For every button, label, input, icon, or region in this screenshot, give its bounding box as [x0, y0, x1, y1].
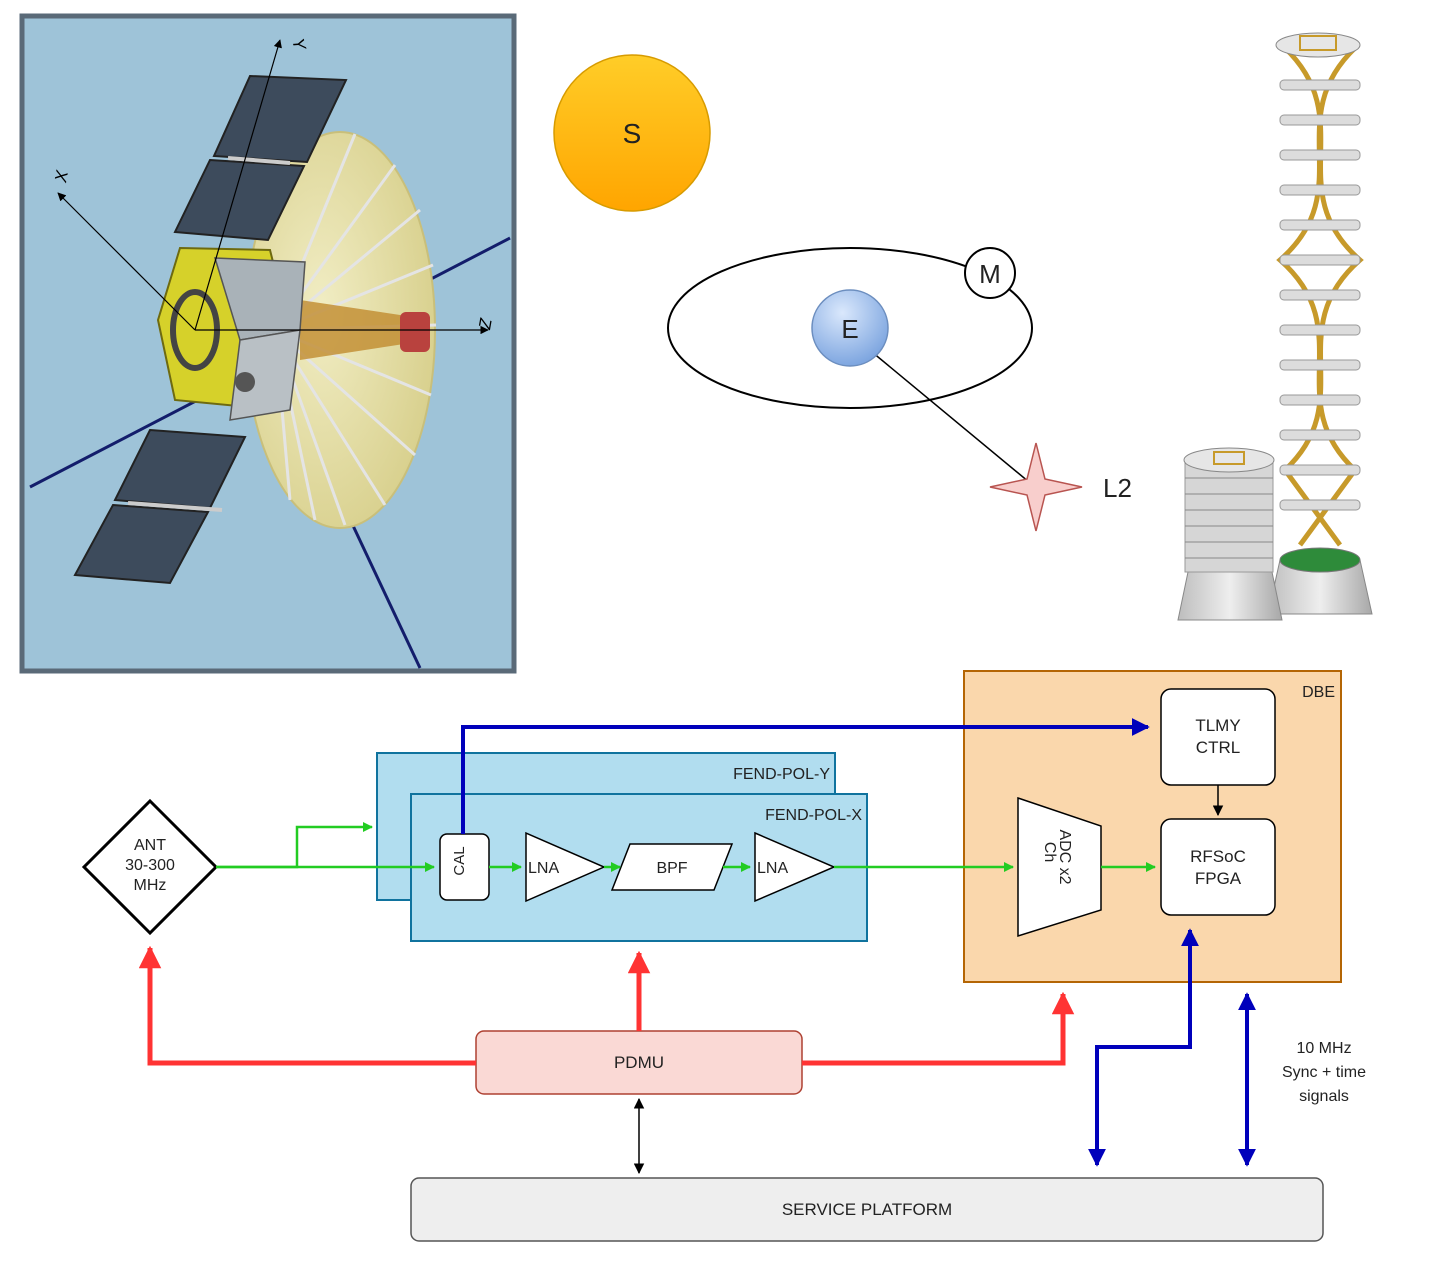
- earth-label: E: [841, 314, 858, 344]
- power-to-antenna: [138, 945, 476, 1066]
- spacecraft-render: X Y Z: [19, 13, 517, 674]
- axis-x-label: X: [51, 169, 72, 185]
- antenna-diamond: [81, 798, 219, 936]
- rfsoc-label-line1: RFSoC: [1190, 847, 1246, 866]
- moon-orbit: [667, 247, 1033, 409]
- tlmy-label-line1: TLMY: [1195, 716, 1240, 735]
- rfsoc-label-line2: FPGA: [1195, 869, 1242, 888]
- earth-l2-line: [871, 351, 1036, 488]
- helix-spacers: [1279, 79, 1361, 511]
- lna-2-triangle: [754, 831, 836, 903]
- service-platform-block: [410, 1177, 1324, 1242]
- moon-label: M: [979, 259, 1001, 289]
- helical-tower-stowed: [1177, 447, 1283, 621]
- power-paths: [138, 945, 1075, 1066]
- cal-to-tlmy-link: [461, 718, 1150, 834]
- power-to-dbe: [802, 991, 1075, 1066]
- adc-label-line2: Ch: [1041, 842, 1058, 862]
- tlmy-label-line2: CTRL: [1196, 738, 1240, 757]
- sync-note-line3: signals: [1299, 1088, 1349, 1105]
- coordinate-axes: [57, 39, 489, 335]
- solar-panel-upper: [173, 74, 348, 242]
- lna-2-label: LNA: [757, 860, 788, 877]
- adc-label-line1: ADC x2: [1056, 829, 1073, 884]
- pdmu-label: PDMU: [614, 1053, 664, 1072]
- data-paths: [461, 718, 1256, 1167]
- lna-1-label: LNA: [528, 860, 559, 877]
- bpf-block: [610, 843, 734, 891]
- spacecraft-bus: [156, 246, 306, 421]
- rf-signal-paths: [216, 822, 1156, 872]
- antenna-label-line2: 30-300: [125, 857, 175, 874]
- earth-circle: [811, 289, 889, 367]
- control-paths: [633, 785, 1224, 1175]
- sync-note-line1: 10 MHz: [1296, 1040, 1351, 1057]
- solar-panel-lower: [73, 428, 247, 585]
- axis-z-label: Z: [475, 317, 496, 332]
- sun-circle: [553, 54, 711, 212]
- l2-label: L2: [1103, 473, 1132, 503]
- antenna-label-line3: MHz: [134, 877, 167, 894]
- rfsoc-fpga-block: [1160, 818, 1276, 916]
- cal-label: CAL: [451, 846, 468, 875]
- platform-rfsoc-link: [1088, 928, 1199, 1167]
- tlmy-ctrl-block: [1160, 688, 1276, 786]
- dbe-label: DBE: [1302, 684, 1335, 701]
- helical-antenna-render: [1177, 32, 1373, 621]
- fend-pol-y-label: FEND-POL-Y: [733, 766, 830, 783]
- sun-label: S: [623, 118, 642, 149]
- fend-pol-x-label: FEND-POL-X: [765, 807, 862, 824]
- bpf-label: BPF: [656, 860, 687, 877]
- orbit-schematic: S E M L2: [553, 54, 1132, 532]
- moon-circle: [964, 247, 1016, 299]
- adc-block: [1017, 796, 1102, 938]
- l2-star-icon: [989, 442, 1083, 532]
- service-platform-label: SERVICE PLATFORM: [782, 1200, 952, 1219]
- lna-1-triangle: [525, 831, 606, 903]
- antenna-label-line1: ANT: [134, 837, 166, 854]
- rf-to-fend-y: [216, 822, 373, 869]
- helical-tower-deployed: [1267, 32, 1373, 615]
- sync-note-line2: Sync + time: [1282, 1064, 1366, 1081]
